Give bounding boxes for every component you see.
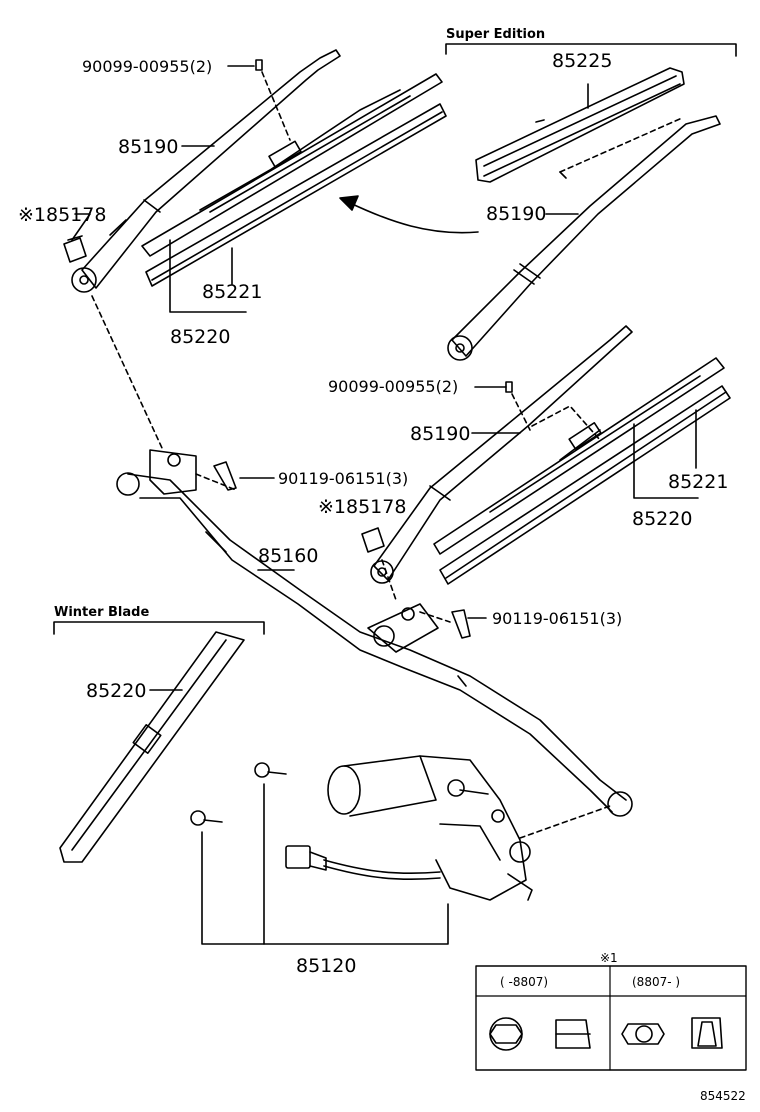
label-arm-super: 85190 [486,203,546,225]
label-screw-right: 90119-06151(3) [492,609,622,628]
label-screw-left: 90119-06151(3) [278,469,408,488]
label-arm-right: 85190 [410,423,470,445]
left-wiper-arm [71,49,341,293]
nut-legend-table [475,965,747,1071]
label-linkage: 85160 [258,545,318,567]
label-cover-super: 85225 [552,50,612,72]
right-nut [361,527,385,553]
super-edition-arm [447,115,721,361]
label-insert-left: 85221 [202,281,262,303]
curved-arrow [339,195,479,234]
left-bolt [255,59,263,71]
label-bolt-top: 90099-00955(2) [82,57,212,76]
label-insert-right: 85221 [668,471,728,493]
wiper-motor [285,755,533,901]
label-nut-right: ※185178 [318,496,406,518]
right-blade-insert [439,385,731,585]
winter-blade-title: Winter Blade [54,605,149,620]
right-bolt [505,381,513,393]
right-wiper-blade [433,357,725,555]
left-screw [213,461,237,491]
label-motor: 85120 [296,955,356,977]
legend-col1-header: ( -8807) [500,975,548,989]
label-blade-right: 85220 [632,508,692,530]
legend-note-mark: ※1 [600,951,618,965]
right-screw [451,609,471,639]
motor-bolt-1 [254,762,287,778]
label-nut-left: ※185178 [18,204,106,226]
figure-id: 854522 [700,1089,746,1103]
left-blade-insert [145,103,447,287]
left-nut [63,235,87,263]
winter-blade-part [59,631,245,863]
legend-col2-header: (8807- ) [632,975,680,989]
left-wiper-blade [141,73,443,257]
motor-bolt-2 [190,810,223,826]
label-blade-left: 85220 [170,326,230,348]
super-edition-title: Super Edition [446,27,545,42]
label-winter-blade: 85220 [86,680,146,702]
super-edition-cover [475,67,685,183]
wiper-linkage [116,449,633,817]
label-bolt-mid: 90099-00955(2) [328,377,458,396]
label-arm-left: 85190 [118,136,178,158]
